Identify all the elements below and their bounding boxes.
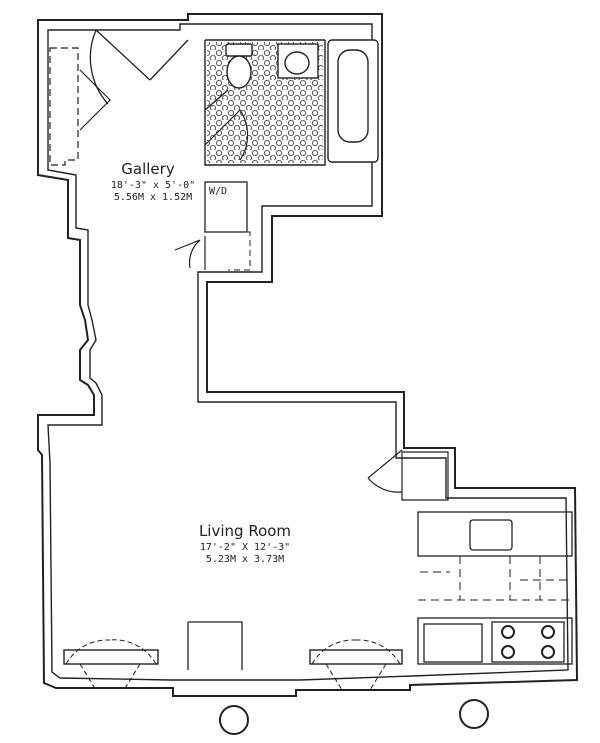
gallery-dim-imperial: 18'-3" x 5'-0" <box>110 180 196 191</box>
bathtub-basin <box>337 49 369 143</box>
window-right-swing <box>311 639 401 691</box>
stove-burner <box>541 625 555 639</box>
column <box>219 705 249 735</box>
gallery-closet <box>49 47 79 166</box>
stove-burner <box>501 625 515 639</box>
stove-burner <box>541 645 555 659</box>
window-left-swing <box>65 639 157 691</box>
refrigerator <box>423 623 483 663</box>
column <box>459 699 489 729</box>
kitchen-door <box>367 449 449 501</box>
gallery-label: Gallery <box>121 160 175 178</box>
kitchen-counter-upper <box>417 511 573 557</box>
stove <box>491 621 565 663</box>
window-right <box>309 649 403 665</box>
living-room-label: Living Room <box>198 522 292 540</box>
stove-burner <box>501 645 515 659</box>
inner-wall <box>47 23 569 681</box>
kitchen-counter-lower <box>417 617 573 665</box>
window-left <box>63 649 159 665</box>
kitchen-sink <box>469 519 513 551</box>
washer-dryer-closet <box>204 181 248 233</box>
washer-dryer-label: W/D <box>208 186 228 197</box>
outer-wall <box>37 13 579 697</box>
living-room-dim-imperial: 17'-2" X 12'-3" <box>199 542 291 553</box>
gallery-dim-metric: 5.56M x 1.52M <box>113 192 193 203</box>
wd-door <box>174 236 206 270</box>
kitchen-cabinets-dashed <box>418 555 572 601</box>
window-pier <box>187 621 243 670</box>
wd-shelf <box>228 231 251 271</box>
closet-bifold-doors <box>79 69 111 131</box>
living-room-dim-metric: 5.23M x 3.73M <box>205 554 285 565</box>
entry-door <box>89 29 189 105</box>
bathroom-sink <box>284 51 310 75</box>
toilet-tank <box>225 43 253 57</box>
toilet-bowl <box>226 55 252 89</box>
